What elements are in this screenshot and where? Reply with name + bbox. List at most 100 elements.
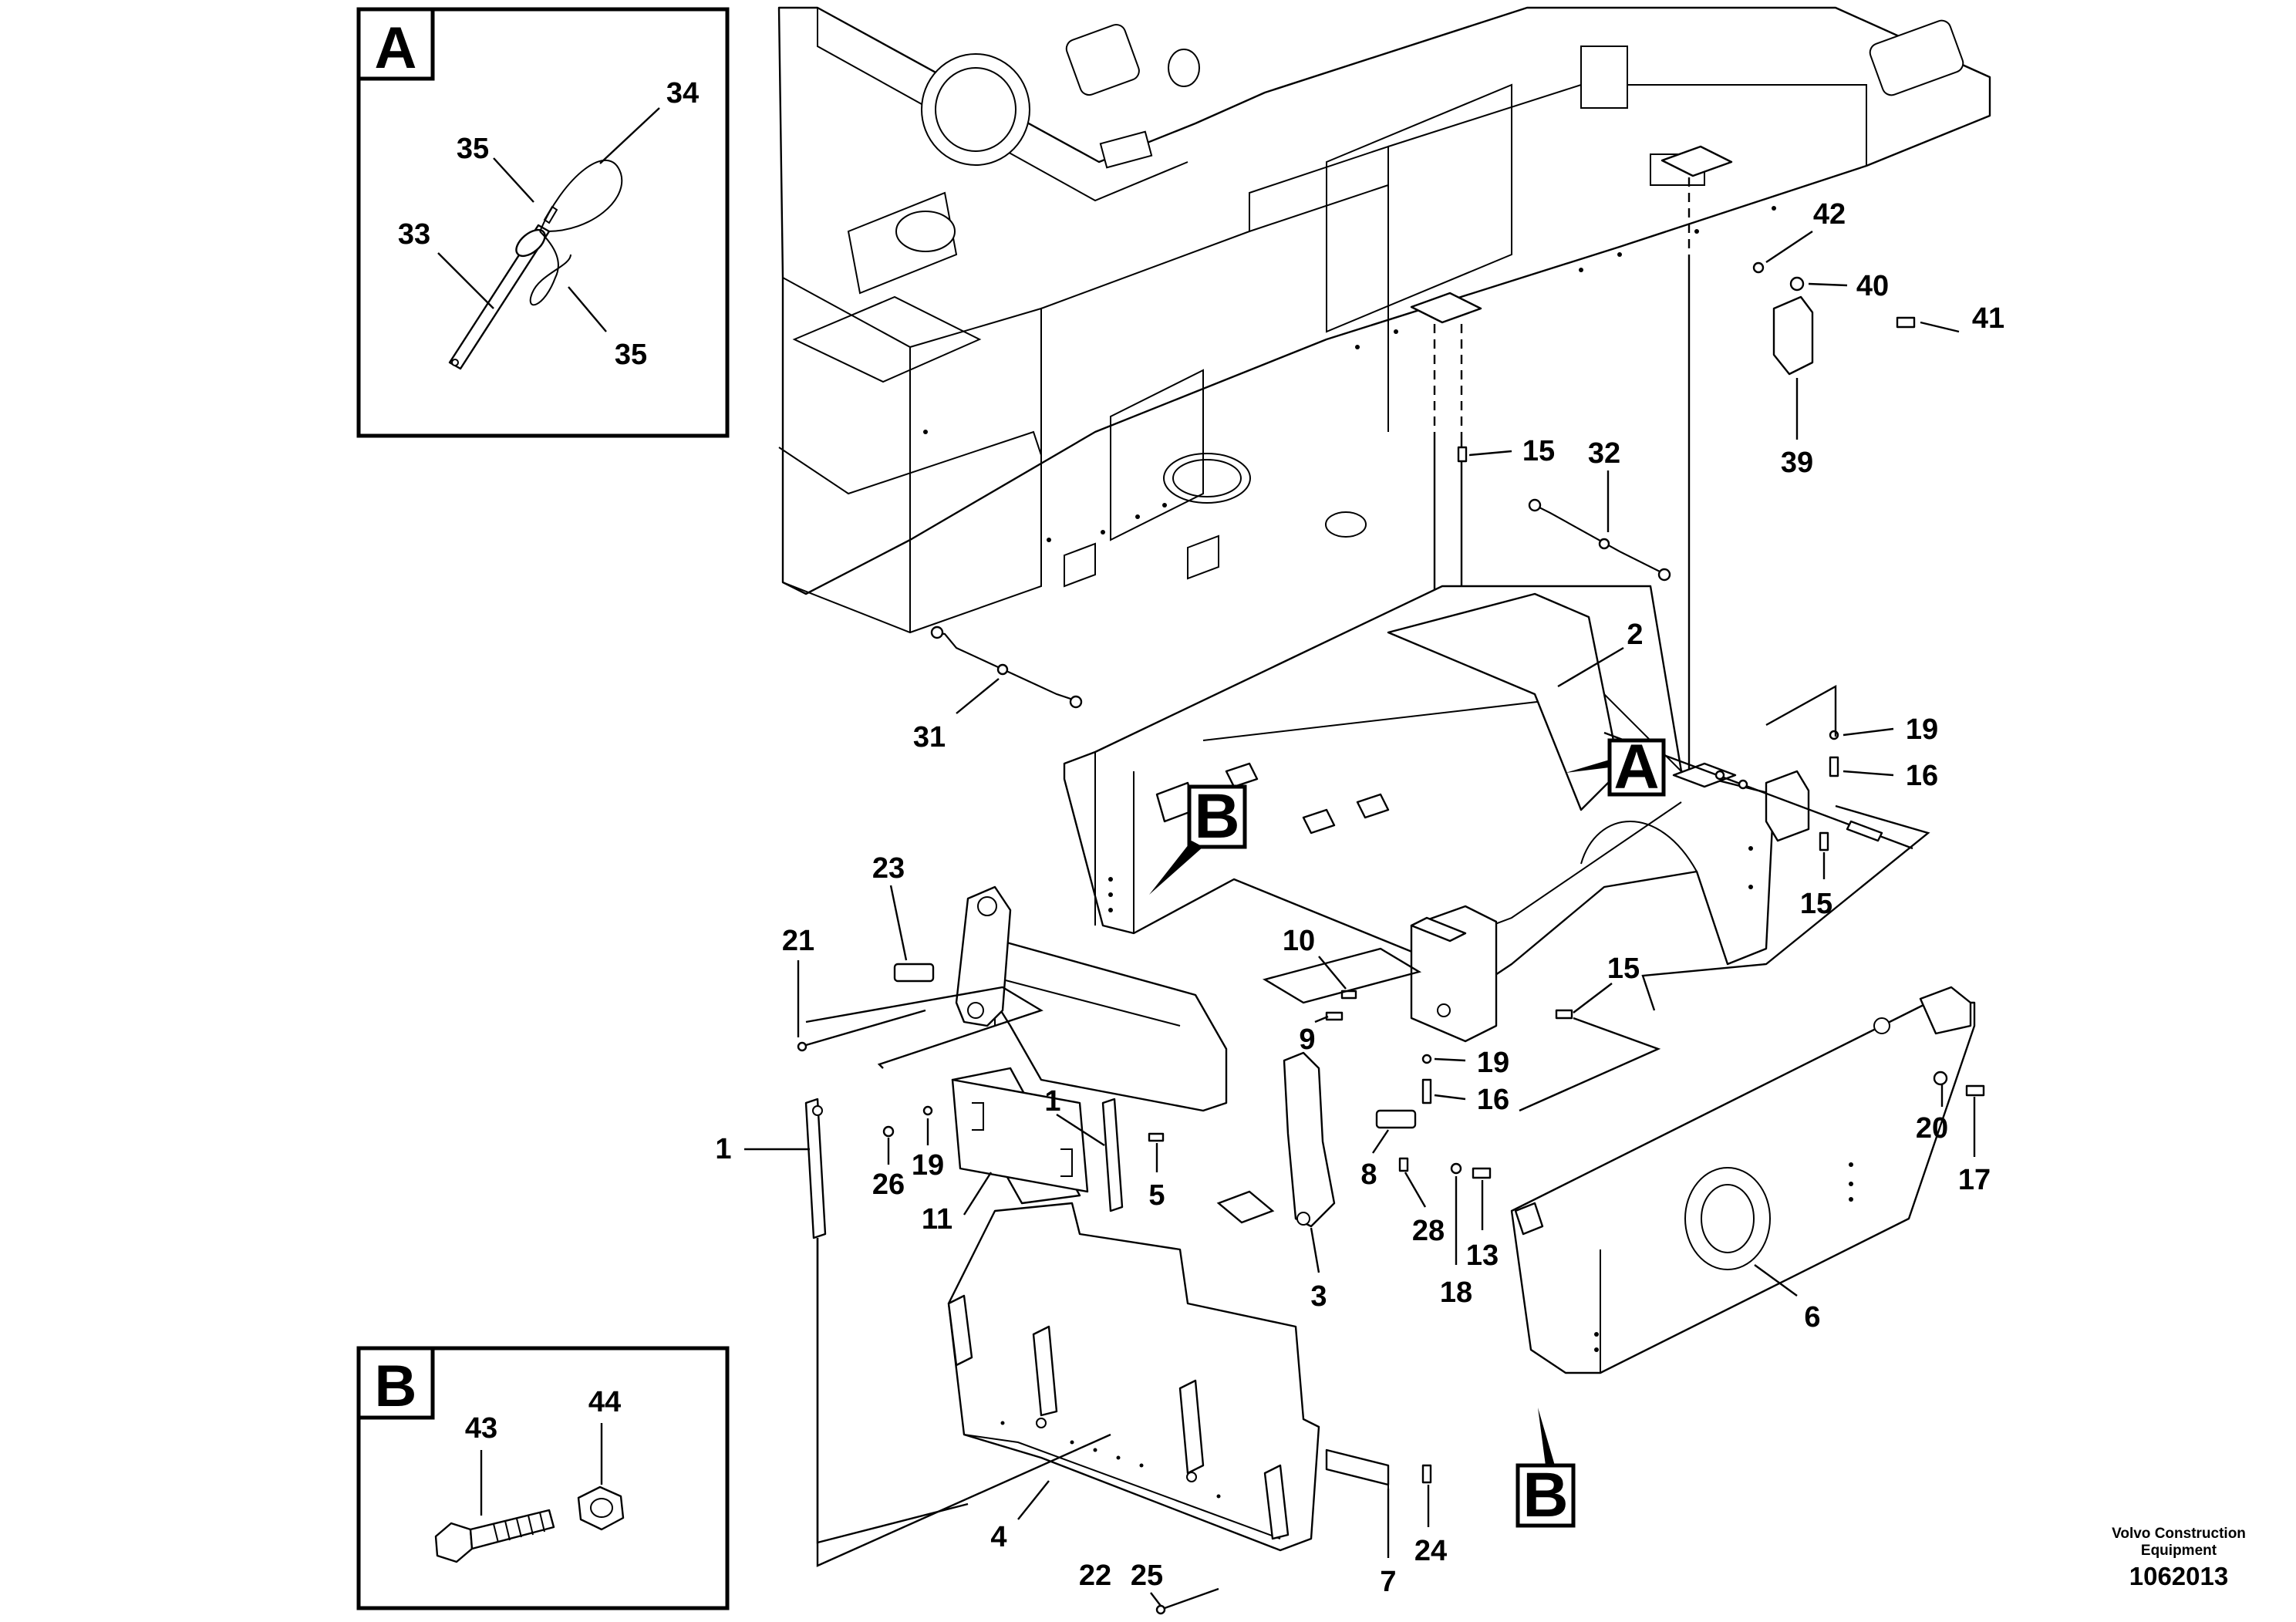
svg-text:B: B (1522, 1460, 1568, 1530)
callout-44: 44 (588, 1386, 621, 1418)
fastener-19-b (1421, 1054, 1432, 1064)
callout-1-a: 1 (715, 1133, 810, 1165)
publisher-name-line2: Equipment (2140, 1543, 2217, 1559)
assembly-lines (805, 684, 1930, 1567)
svg-text:31: 31 (913, 721, 946, 754)
callout-20: 20 (1916, 1084, 1948, 1145)
drawing-number: 1062013 (2129, 1562, 2229, 1590)
svg-text:15: 15 (1522, 435, 1555, 467)
fastener-9 (1325, 1011, 1344, 1021)
hinge-assembly (804, 885, 1390, 1558)
inset-a-letter-box (356, 7, 435, 81)
callout-4: 4 (990, 1480, 1050, 1553)
svg-text:17: 17 (1958, 1164, 1991, 1196)
callout-32: 32 (1588, 437, 1620, 532)
svg-text:21: 21 (782, 925, 814, 957)
svg-text:24: 24 (1414, 1535, 1447, 1567)
callout-5: 5 (1148, 1143, 1165, 1212)
callout-13: 13 (1466, 1180, 1499, 1272)
callout-31: 31 (913, 678, 1000, 754)
callout-33: 33 (398, 218, 430, 251)
svg-text:20: 20 (1916, 1112, 1948, 1145)
callout-26: 26 (872, 1138, 905, 1201)
fastener-16-a (1829, 756, 1839, 777)
callout-21: 21 (782, 925, 814, 1037)
svg-text:5: 5 (1148, 1179, 1165, 1212)
callout-43: 43 (465, 1412, 497, 1445)
fastener-24 (1421, 1464, 1432, 1484)
callout-17: 17 (1958, 1097, 1991, 1196)
callout-b-marker-lower: B (1515, 1408, 1576, 1530)
fastener-19-a (1829, 730, 1839, 740)
callout-19-b: 19 (1434, 1047, 1509, 1079)
callout-6: 6 (1754, 1264, 1821, 1334)
fastener-23 (893, 963, 935, 983)
svg-text:8: 8 (1360, 1158, 1377, 1191)
publisher-name-line1: Volvo Construction (2112, 1526, 2246, 1542)
svg-text:39: 39 (1781, 447, 1813, 479)
callout-16-b: 16 (1434, 1084, 1509, 1116)
svg-text:15: 15 (1800, 888, 1832, 920)
callout-41: 41 (1920, 302, 2004, 335)
fastener-26 (882, 1125, 895, 1138)
callout-1-b: 1 (1044, 1085, 1105, 1147)
publisher-block: Volvo Construction Equipment 1062013 (2082, 1526, 2275, 1593)
callout-19-a: 19 (1843, 713, 1938, 746)
svg-text:4: 4 (990, 1521, 1006, 1553)
svg-text:32: 32 (1588, 437, 1620, 470)
callout-2: 2 (1557, 619, 1644, 688)
svg-text:19: 19 (1477, 1047, 1509, 1079)
fastener-13 (1472, 1167, 1492, 1179)
callout-22: 22 (1079, 1560, 1111, 1592)
svg-text:7: 7 (1380, 1566, 1396, 1598)
nut-drawing (577, 1485, 625, 1531)
svg-text:25: 25 (1131, 1560, 1163, 1592)
callout-24: 24 (1414, 1485, 1447, 1567)
part-callouts: 42 40 41 39 15 32 2 31 19 16 15 23 21 10… (715, 198, 2004, 1607)
callout-11: 11 (922, 1172, 993, 1236)
callout-18: 18 (1440, 1176, 1472, 1309)
fastener-41 (1896, 316, 1916, 329)
callout-b-marker-upper: B (1149, 781, 1247, 895)
callout-15-b: 15 (1800, 852, 1832, 920)
callout-23: 23 (872, 852, 908, 961)
svg-text:16: 16 (1477, 1084, 1509, 1116)
callout-3: 3 (1310, 1227, 1327, 1313)
inset-b-letter-box (356, 1346, 435, 1420)
inset-a-letter: A (375, 15, 417, 81)
svg-text:15: 15 (1607, 953, 1640, 985)
svg-text:41: 41 (1972, 302, 2004, 335)
fastener-5 (1148, 1132, 1165, 1142)
fastener-15-c (1555, 1009, 1573, 1020)
callout-9: 9 (1299, 1015, 1329, 1056)
fastener-20 (1933, 1071, 1948, 1086)
fastener-16-b (1421, 1078, 1432, 1104)
svg-text:42: 42 (1813, 198, 1846, 231)
svg-text:22: 22 (1079, 1560, 1111, 1592)
callout-28: 28 (1404, 1172, 1445, 1247)
svg-text:6: 6 (1804, 1301, 1820, 1334)
fastener-17 (1965, 1084, 1985, 1097)
svg-text:19: 19 (1906, 713, 1938, 746)
bolt-drawing (434, 1509, 555, 1563)
callout-16-a: 16 (1843, 760, 1938, 792)
fastener-15-a (1457, 446, 1468, 463)
inset-a: A 34 35 33 35 (356, 7, 730, 438)
fastener-40 (1789, 276, 1805, 292)
svg-text:B: B (1194, 781, 1239, 851)
lock-pin-drawing (448, 159, 623, 370)
callout-40: 40 (1808, 270, 1889, 302)
small-fasteners (797, 261, 1985, 1615)
fastener-28 (1398, 1157, 1409, 1172)
callout-19-c: 19 (912, 1118, 944, 1182)
svg-text:16: 16 (1906, 760, 1938, 792)
callout-7: 7 (1380, 1489, 1397, 1598)
callout-25: 25 (1131, 1560, 1163, 1607)
callout-39: 39 (1781, 378, 1813, 479)
svg-text:1: 1 (1044, 1085, 1060, 1118)
upper-chassis (777, 6, 1991, 634)
svg-text:2: 2 (1627, 619, 1643, 651)
callout-42: 42 (1765, 198, 1846, 263)
callout-8: 8 (1360, 1129, 1389, 1191)
